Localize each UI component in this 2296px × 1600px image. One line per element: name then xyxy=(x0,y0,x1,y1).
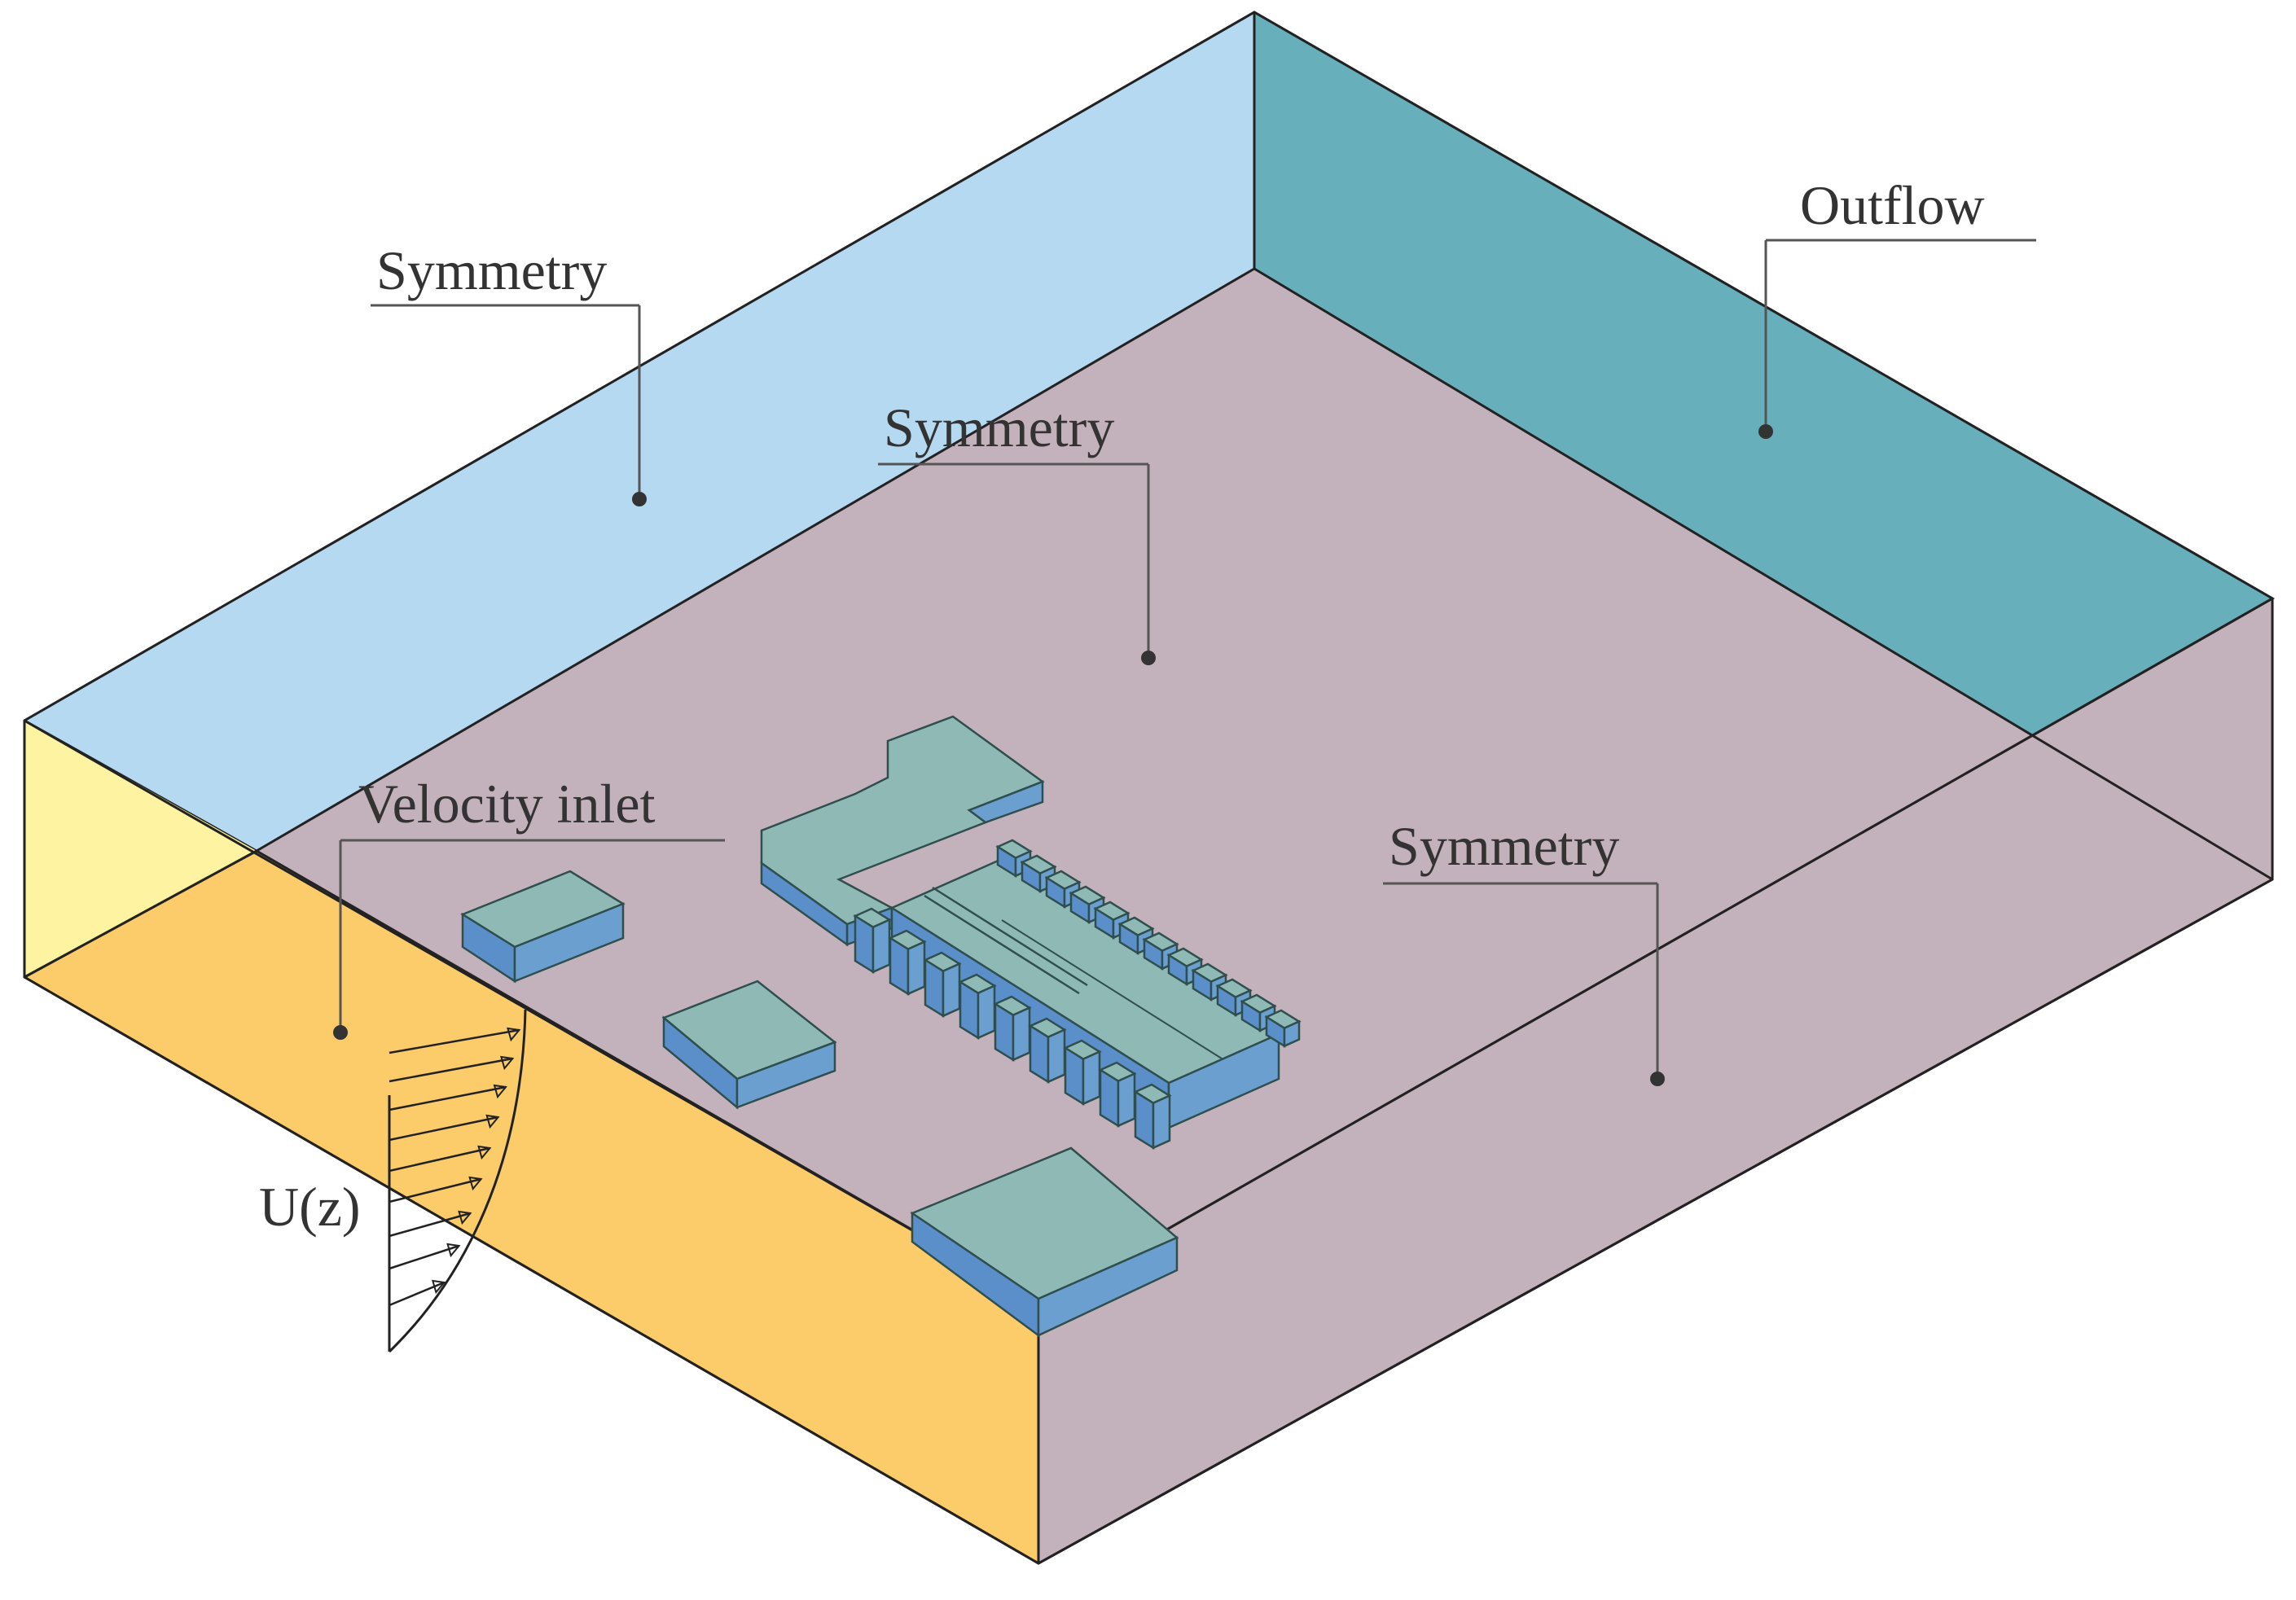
module-face xyxy=(907,940,926,996)
label-symmetry-top: Symmetry xyxy=(371,239,647,506)
label-outflow: Outflow xyxy=(1758,174,2036,439)
profile-arrowhead xyxy=(458,1210,472,1225)
profile-arrow xyxy=(389,1085,507,1111)
module-face xyxy=(959,980,980,1040)
leader-dot xyxy=(1650,1072,1665,1086)
module-face xyxy=(1047,1028,1066,1084)
module-face xyxy=(1099,1067,1120,1128)
profile-arrow xyxy=(389,1028,520,1054)
building-module xyxy=(958,973,997,1040)
module-face xyxy=(1152,1094,1171,1150)
building-l-shape xyxy=(760,715,1045,947)
building-module xyxy=(888,929,927,996)
velocity-profile: U(z) xyxy=(259,1009,527,1353)
leader-dot xyxy=(333,1025,348,1040)
profile-curve xyxy=(388,1009,527,1353)
module-face xyxy=(924,958,945,1018)
velocity-profile-label: U(z) xyxy=(259,1176,361,1238)
profile-arrowhead xyxy=(477,1145,492,1160)
building-module xyxy=(1063,1039,1102,1106)
profile-arrowhead xyxy=(431,1279,446,1295)
building-modules-front xyxy=(853,907,1172,1150)
building-module xyxy=(1264,1009,1302,1048)
module-face xyxy=(889,936,910,996)
building-module xyxy=(1098,1061,1137,1128)
leader-dot xyxy=(632,492,647,506)
module-face xyxy=(994,1002,1015,1062)
module-face xyxy=(1134,1089,1155,1150)
symmetry-top-text: Symmetry xyxy=(376,239,607,301)
profile-arrow xyxy=(389,1244,460,1270)
domain-edges xyxy=(23,11,2276,1565)
label-symmetry-right: Symmetry xyxy=(1383,815,1665,1086)
outflow-text: Outflow xyxy=(1800,174,1985,236)
module-face xyxy=(1012,1006,1031,1062)
label-velocity-inlet: Velocity inlet xyxy=(333,773,725,1040)
profile-arrow xyxy=(389,1281,445,1307)
velocity-inlet-text: Velocity inlet xyxy=(358,773,656,835)
building-module xyxy=(923,951,962,1018)
label-symmetry-center: Symmetry xyxy=(878,397,1156,665)
module-face xyxy=(871,918,891,974)
velocity-inlet-transition xyxy=(24,721,257,977)
profile-arrow xyxy=(389,1212,471,1238)
profile-arrowhead xyxy=(493,1084,507,1099)
building-block-2 xyxy=(661,980,837,1110)
building-module xyxy=(993,995,1032,1062)
profile-arrows xyxy=(389,1027,521,1307)
profile-arrowhead xyxy=(446,1243,461,1258)
building-module xyxy=(1142,932,1179,971)
profile-arrow xyxy=(389,1057,513,1083)
module-face xyxy=(977,984,996,1040)
profile-arrowhead xyxy=(485,1114,500,1129)
module-face xyxy=(1117,1072,1136,1128)
building-module xyxy=(1028,1017,1067,1084)
module-face xyxy=(1082,1050,1101,1106)
building-modules-back xyxy=(995,839,1302,1048)
outflow-visible-region xyxy=(1254,12,2272,879)
building-block-1 xyxy=(460,870,626,984)
profile-arrowhead xyxy=(507,1027,521,1042)
profile-arrow xyxy=(389,1177,481,1203)
building-block-3 xyxy=(910,1146,1179,1338)
profile-arrow xyxy=(389,1116,498,1142)
building-module xyxy=(853,907,892,974)
module-face xyxy=(1064,1045,1085,1106)
module-face xyxy=(854,914,875,974)
symmetry-right-text: Symmetry xyxy=(1389,815,1619,877)
building-module xyxy=(1133,1083,1172,1150)
buildings xyxy=(460,715,1302,1338)
profile-arrowhead xyxy=(500,1055,515,1071)
leader-dot xyxy=(1141,651,1156,665)
symmetry-center-text: Symmetry xyxy=(884,397,1114,458)
profile-arrow xyxy=(389,1146,490,1173)
leader-dot xyxy=(1758,424,1773,439)
module-face xyxy=(942,962,961,1018)
profile-arrowhead xyxy=(468,1176,483,1191)
module-face xyxy=(1029,1024,1050,1084)
module-face xyxy=(1283,1019,1301,1048)
